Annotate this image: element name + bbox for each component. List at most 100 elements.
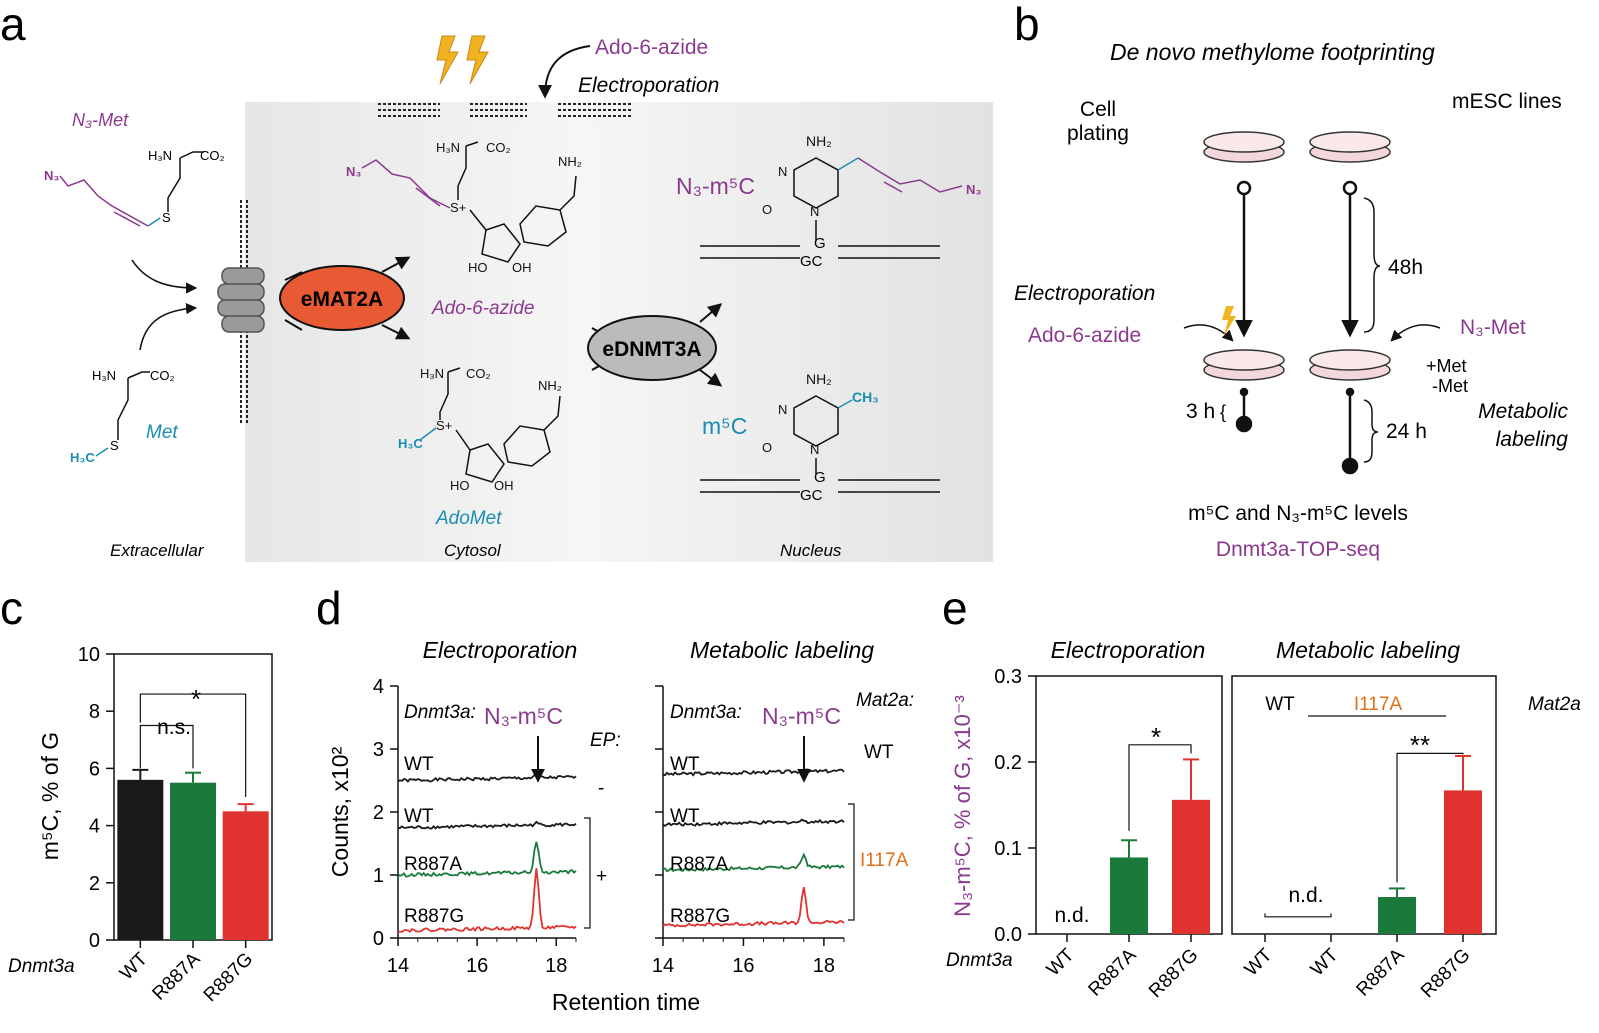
n3met-b: N₃-Met <box>1460 316 1526 339</box>
panel-d-trace-label-r4: R887G <box>670 906 730 927</box>
svg-text:NH₂: NH₂ <box>558 154 582 169</box>
svg-text:O: O <box>762 440 772 455</box>
svg-text:CO₂: CO₂ <box>466 366 491 381</box>
panel-d-mat2a-mut: I117A <box>860 850 909 871</box>
c-bar-1 <box>170 782 216 940</box>
c-ytick-label-2: 4 <box>89 816 100 838</box>
n3met-b-arrow <box>1390 324 1441 342</box>
lightning-icon <box>436 35 489 85</box>
e-xtick-label-right-2: R887A <box>1353 944 1409 1000</box>
panel-d-ylabel: Counts, x10² <box>327 746 353 877</box>
svg-text:H₃N: H₃N <box>436 140 460 155</box>
d-trace-left-3 <box>398 868 577 933</box>
c-ytick-label-4: 8 <box>89 701 100 723</box>
dna-gc-lower: GC <box>800 487 823 504</box>
panel-d-bracket-left <box>584 817 591 929</box>
panel-d-trace-label-1: WT <box>404 754 434 775</box>
brace-24h <box>1363 399 1379 463</box>
emat2a-enzyme: eMAT2A <box>279 256 411 340</box>
panel-d-trace-label-3: R887A <box>404 854 462 875</box>
label-48h: 48h <box>1388 256 1423 279</box>
m5c-structure: NH₂ N N O CH₃ <box>762 371 879 474</box>
panel-d-ep-plus: + <box>596 866 607 887</box>
panel-e-title-right: Metabolic labeling <box>1276 637 1460 663</box>
panel-d-xlabel: Retention time <box>552 989 700 1015</box>
e-ytick-label-2: 0.2 <box>994 752 1022 774</box>
metabolic-b-1: Metabolic <box>1478 400 1568 423</box>
d-trace-left-1 <box>397 820 577 830</box>
e-ytick-label-0: 0.0 <box>994 924 1022 946</box>
dish-icons-bottom <box>1203 349 1391 381</box>
panel-d-bracket-right <box>848 803 855 921</box>
panel-a-letter: a <box>0 0 26 50</box>
nuclear-membrane-lines <box>378 103 632 117</box>
d-xtick-label-right-2: 18 <box>813 955 835 977</box>
dna-g-upper: G <box>814 235 826 252</box>
panel-d-mat2a: Mat2a: <box>856 690 914 711</box>
metabolic-b-2: labeling <box>1496 428 1569 451</box>
d-xtick-label-left-0: 14 <box>387 955 409 977</box>
d-xtick-label-right-0: 14 <box>652 955 674 977</box>
n3met-uptake-arrow <box>131 259 198 294</box>
topseq-label: Dnmt3a-TOP-seq <box>1216 538 1380 561</box>
dna-g-lower: G <box>814 469 826 486</box>
ado-azide-b-arrow <box>1183 324 1234 342</box>
e-bar-right-3 <box>1444 790 1482 934</box>
svg-text:O: O <box>762 202 772 217</box>
e-xtick-label-left-1: R887A <box>1085 944 1141 1000</box>
timeline-arrows <box>1235 180 1359 338</box>
panel-c-ns: n.s. <box>157 716 191 739</box>
d-xtick-label-left-1: 16 <box>466 955 488 977</box>
panel-d-trace-label-r1: WT <box>670 754 700 775</box>
svg-text:S+: S+ <box>436 418 452 433</box>
svg-text:N: N <box>778 402 787 417</box>
electroporation-b: Electroporation <box>1014 282 1155 305</box>
svg-text:N: N <box>810 442 819 457</box>
c-bar-2 <box>222 811 269 940</box>
mesc-lines: mESC lines <box>1452 90 1562 113</box>
panel-d-ep-minus: - <box>598 778 604 799</box>
e-xtick-label-right-1: WT <box>1307 944 1343 980</box>
levels-label: m⁵C and N₃-m⁵C levels <box>1188 502 1408 525</box>
met-label: Met <box>146 422 178 443</box>
d-trace-right-1 <box>662 818 845 828</box>
dish-icons-top <box>1203 131 1391 163</box>
e-bracket-nd <box>1264 913 1332 918</box>
c-ytick-label-5: 10 <box>78 644 100 666</box>
panel-d-trace-label-r3: R887A <box>670 854 728 875</box>
dna-gc-upper: GC <box>800 253 823 270</box>
panel-c-letter: c <box>0 582 23 634</box>
c-bracket-sig <box>139 693 247 797</box>
svg-text:eMAT2A: eMAT2A <box>301 288 383 311</box>
timeline-ends <box>1235 387 1359 475</box>
svg-text:OH: OH <box>494 478 514 493</box>
c-xtick-label-1: R887A <box>149 948 205 1004</box>
cell-plating-2: plating <box>1067 122 1129 145</box>
panel-d-peak-left: N₃-m⁵C <box>484 703 563 729</box>
e-bar-right-2 <box>1378 897 1416 934</box>
c-ytick-label-0: 0 <box>89 930 100 952</box>
panel-d-mat2a-wt: WT <box>864 742 894 763</box>
svg-text:H₃C: H₃C <box>398 436 423 451</box>
svg-text:CO₂: CO₂ <box>486 140 511 155</box>
dna-lower <box>700 479 940 493</box>
panel-e-nd-right: n.d. <box>1288 884 1323 907</box>
adomet-structure: H₃N CO₂ S+ H₃C HO OH NH₂ <box>398 366 562 493</box>
svg-text:S: S <box>110 438 119 453</box>
electroporation-label: Electroporation <box>578 74 719 97</box>
d-ytick-label-2: 2 <box>373 802 384 824</box>
svg-text:H₃C: H₃C <box>70 450 95 465</box>
panel-d-trace-label-4: R887G <box>404 906 464 927</box>
m5c-label: m⁵C <box>702 413 747 439</box>
n3m5c-structure: NH₂ N N O N₃ <box>762 133 981 240</box>
ado-azide-top-label: Ado-6-azide <box>595 36 708 59</box>
panel-d-dnmt3a-left: Dnmt3a: <box>404 702 476 723</box>
minus-met: -Met <box>1432 376 1468 396</box>
e-ytick-label-3: 0.3 <box>994 666 1022 688</box>
e-xtick-label-right-0: WT <box>1241 944 1277 980</box>
d-ytick-label-0: 0 <box>373 928 384 950</box>
svg-text:N₃: N₃ <box>966 182 981 197</box>
panel-d-title-right: Metabolic labeling <box>690 637 874 663</box>
panel-a: a Ado-6-azide Electroporation N₃- <box>0 0 993 562</box>
c-xtick-label-2: R887G <box>200 949 257 1006</box>
